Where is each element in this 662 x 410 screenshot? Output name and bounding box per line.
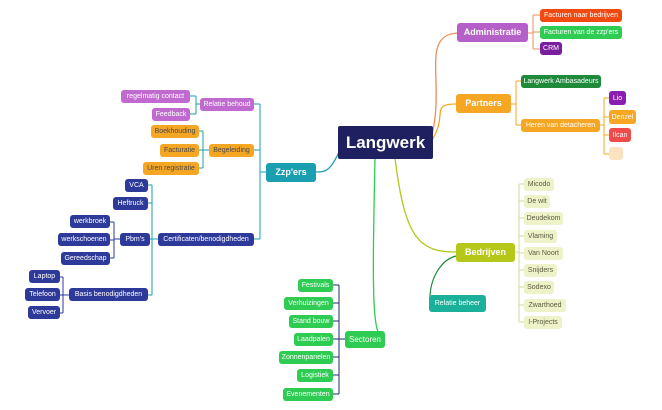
bedrijf-item-deudekom[interactable]: Deudekom: [524, 212, 563, 225]
connector-relatie-children: [190, 95, 200, 115]
admin-item-crm[interactable]: CRM: [540, 42, 562, 55]
connector-begeleiding-children: [199, 130, 209, 169]
connector-bedrijven-children: [515, 183, 524, 323]
root-node-langwerk[interactable]: Langwerk: [338, 126, 433, 159]
zzp-certificaten-benodigdheden[interactable]: Certificaten/benodigdheden: [158, 233, 254, 246]
connector-root-administratie: [431, 32, 459, 136]
sector-item-laadpalen[interactable]: Laadpalen: [294, 333, 333, 346]
connector-basis-children: [60, 276, 69, 314]
connector-pbms-children: [110, 221, 120, 259]
bedrijf-item-i-projects[interactable]: I-Projects: [524, 316, 562, 329]
sector-item-zonnenpanelen[interactable]: Zonnenpanelen: [279, 351, 333, 364]
bedrijf-item-van-noort[interactable]: Van Noort: [524, 247, 563, 260]
connector-sectoren-children: [333, 284, 345, 395]
bedrijf-item-vlaming[interactable]: Vlaming: [524, 230, 557, 243]
partner-item-heren-van-detacheren[interactable]: Heren van detacheren: [521, 119, 600, 132]
admin-item-facturen-van-zzpers[interactable]: Facturen van de zzp'ers: [540, 26, 622, 39]
zzp-begeleiding[interactable]: Begeleiding: [209, 144, 254, 157]
relatie-item-regelmatig-contact[interactable]: regelmatig contact: [121, 90, 190, 103]
branch-administratie[interactable]: Administratie: [457, 23, 528, 42]
connector-admin-children: [527, 14, 540, 50]
begeleiding-item-boekhouding[interactable]: Boekhouding: [151, 125, 199, 138]
cert-item-heftruck[interactable]: Heftruck: [113, 197, 148, 210]
sector-item-evenementen[interactable]: Evenementen: [283, 388, 333, 401]
sector-item-stand-bouw[interactable]: Stand bouw: [289, 315, 333, 328]
sector-item-verhuizingen[interactable]: Verhuizingen: [284, 297, 333, 310]
basis-item-laptop[interactable]: Laptop: [29, 270, 60, 283]
connector-root-bedrijven: [394, 157, 457, 253]
pbm-item-werkschoenen[interactable]: werkschoenen: [58, 233, 110, 246]
relatie-item-feedback[interactable]: Feedback: [152, 108, 190, 121]
cert-item-vca[interactable]: VCA: [125, 179, 148, 192]
connector-detacheren-children: [600, 97, 609, 155]
connector-cert-children: [148, 184, 158, 296]
branch-sectoren[interactable]: Sectoren: [345, 331, 385, 348]
pbm-item-gereedschap[interactable]: Gereedschap: [61, 252, 110, 265]
zzp-relatie-behoud[interactable]: Relatie behoud: [200, 98, 254, 111]
bedrijven-relatie-beheer[interactable]: Relatie beheer: [429, 295, 486, 312]
detacheren-item-denzel[interactable]: Denzel: [609, 110, 636, 124]
bedrijf-item-snijders[interactable]: Snijders: [524, 264, 557, 277]
connector-partners-children: [511, 80, 521, 126]
partner-item-langwerk-ambasadeurs[interactable]: Langwerk Ambasadeurs: [521, 75, 601, 88]
admin-item-facturen-naar-bedrijven[interactable]: Facturen naar bedrijven: [540, 9, 622, 22]
connector-bedrijven-relatie: [429, 255, 457, 299]
basis-item-telefoon[interactable]: Telefoon: [25, 288, 60, 301]
begeleiding-item-facturatie[interactable]: Facturatie: [160, 144, 199, 157]
branch-partners[interactable]: Partners: [456, 94, 511, 113]
begeleiding-item-uren-registratie[interactable]: Uren registratie: [143, 162, 199, 175]
basis-item-vervoer[interactable]: Vervoer: [28, 306, 60, 319]
detacheren-item-lio[interactable]: Lio: [609, 91, 626, 105]
connector-root-sectoren: [372, 157, 386, 340]
sector-item-logistiek[interactable]: Logistiek: [297, 369, 333, 382]
connector-zzpers-children: [254, 103, 266, 240]
sector-item-festivals[interactable]: Festivals: [298, 279, 333, 292]
branch-zzpers[interactable]: Zzp'ers: [266, 163, 316, 182]
connector-root-zzpers: [315, 149, 341, 173]
branch-bedrijven[interactable]: Bedrijven: [456, 243, 515, 262]
pbm-item-werkbroek[interactable]: werkbroek: [70, 215, 110, 228]
bedrijf-item-zwarthoed[interactable]: Zwarthoed: [524, 299, 566, 312]
bedrijf-item-sodexo[interactable]: Sodexo: [524, 281, 554, 294]
connector-root-partners: [431, 103, 457, 141]
bedrijf-item-de-wit[interactable]: De wit: [524, 195, 550, 208]
bedrijf-item-micodo[interactable]: Micodo: [524, 178, 554, 191]
cert-pbms[interactable]: Pbm's: [120, 233, 150, 246]
detacheren-item-empty[interactable]: [609, 147, 623, 160]
cert-basis-benodigdheden[interactable]: Basis benodigdheden: [69, 288, 148, 301]
detacheren-item-ilcan[interactable]: Ilcan: [609, 128, 631, 142]
